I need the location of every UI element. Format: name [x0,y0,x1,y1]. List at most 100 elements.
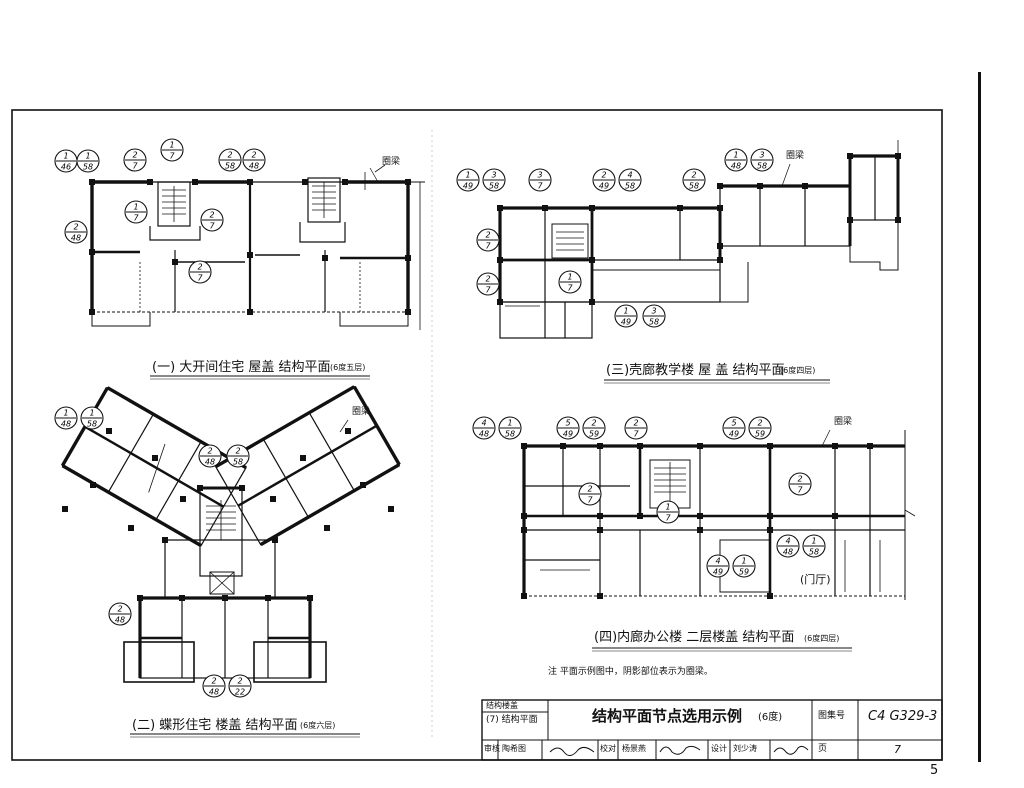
detail-marker-number: 2 [797,475,802,484]
detail-marker-sheet: 7 [587,496,593,505]
caption-plan-3: (三)壳廊教学楼 屋 盖 结构平面 [606,363,785,378]
caption-plan-1: (一) 大开间住宅 屋盖 结构平面 [152,360,331,375]
detail-marker-sheet: 48 [115,616,125,625]
detail-marker: 146 [54,149,78,173]
detail-marker: 158 [498,416,522,440]
signoff-review-label: 审核 [484,744,500,753]
caption-plan-2: (二) 蝶形住宅 楼盖 结构平面 [132,718,298,733]
caption-note-plan-4: (6度四层) [804,634,840,643]
atlas-number-label: 图集号 [818,711,846,721]
detail-marker-number: 3 [491,171,496,180]
detail-marker-sheet: 58 [757,162,767,171]
detail-marker-number: 1 [507,419,512,428]
detail-marker: 248 [242,148,266,172]
detail-marker-sheet: 49 [563,430,573,439]
detail-marker-sheet: 58 [489,182,499,191]
detail-marker-sheet: 7 [485,286,491,295]
detail-marker-number: 2 [485,231,490,240]
detail-marker: 358 [750,148,774,172]
sheet-title-suffix: (6度) [758,712,783,723]
signoff-check-label: 校对 [600,744,616,753]
detail-marker-sheet: 58 [233,458,243,467]
detail-marker: 222 [228,674,252,698]
detail-marker-number: 1 [63,152,68,161]
detail-marker-sheet: 49 [729,430,739,439]
detail-marker-sheet: 7 [197,274,203,283]
detail-marker: 248 [198,444,222,468]
detail-marker: 549 [722,416,746,440]
sheet-title: 结构平面节点选用示例 [592,707,743,725]
detail-marker-number: 2 [237,677,242,686]
page-label: 页 [818,744,828,754]
detail-marker-sheet: 58 [505,430,515,439]
detail-marker-sheet: 7 [665,514,671,523]
drawing-frame [11,109,943,761]
detail-marker: 158 [80,406,104,430]
detail-marker: 258 [218,148,242,172]
detail-marker-sheet: 7 [797,486,803,495]
detail-marker: 27 [200,208,224,232]
detail-marker-sheet: 59 [755,430,765,439]
detail-marker: 158 [802,534,826,558]
detail-marker: 448 [472,416,496,440]
detail-marker-number: 1 [133,203,138,212]
detail-marker-number: 1 [63,409,68,418]
detail-marker: 148 [724,148,748,172]
detail-marker-number: 4 [481,419,486,428]
detail-marker-number: 2 [587,485,592,494]
plan-2-drawing [60,385,401,683]
detail-marker-number: 2 [485,275,490,284]
detail-marker-sheet: 7 [209,222,215,231]
detail-marker-sheet: 7 [133,214,139,223]
shading-note: 注 平面示例图中，阴影部位表示为圈梁。 [548,667,713,677]
detail-marker: 358 [642,304,666,328]
detail-marker-sheet: 7 [169,152,175,161]
detail-marker-sheet: 58 [225,162,235,171]
category-line-2: (7) 结构平面 [486,715,538,725]
detail-marker: 149 [456,168,480,192]
detail-marker-sheet: 59 [589,430,599,439]
detail-marker-sheet: 59 [739,568,749,577]
detail-marker: 449 [706,554,730,578]
detail-marker: 158 [76,149,100,173]
detail-marker-sheet: 7 [633,430,639,439]
hall-label: (门厅) [800,573,831,586]
detail-marker-number: 4 [627,171,632,180]
detail-marker-sheet: 48 [71,234,81,243]
detail-marker-sheet: 48 [479,430,489,439]
caption-note-plan-1: (6度五层) [330,363,366,372]
detail-marker-sheet: 58 [87,420,97,429]
binding-edge-rule [978,72,981,762]
detail-marker-number: 4 [715,557,720,566]
detail-marker-number: 2 [235,447,240,456]
detail-marker: 259 [748,416,772,440]
detail-marker-number: 2 [211,677,216,686]
detail-marker: 258 [682,168,706,192]
detail-marker: 37 [528,168,552,192]
detail-marker: 448 [776,534,800,558]
detail-marker-sheet: 48 [731,162,741,171]
signoff-reviewer-name: 陶希图 [502,744,526,753]
detail-marker: 259 [582,416,606,440]
detail-marker-number: 2 [227,151,232,160]
detail-marker-number: 2 [209,211,214,220]
detail-marker-sheet: 46 [61,163,71,172]
detail-marker-sheet: 48 [249,162,259,171]
detail-marker-number: 2 [197,263,202,272]
detail-marker-number: 2 [601,171,606,180]
plan-2-columns [62,428,394,601]
detail-marker-number: 1 [733,151,738,160]
caption-note-plan-2: (6度六层) [300,721,336,730]
detail-marker-number: 1 [811,537,816,546]
plan-4-columns [521,443,873,599]
caption-plan-4: (四)内廊办公楼 二层楼盖 结构平面 [594,630,795,645]
detail-marker: 27 [123,148,147,172]
detail-marker: 149 [614,304,638,328]
detail-marker-number: 5 [565,419,570,428]
detail-marker-number: 2 [757,419,762,428]
detail-marker: 358 [482,168,506,192]
detail-marker: 17 [558,270,582,294]
signoff-designer-name: 刘少涛 [733,744,757,753]
atlas-number: C4 G329-3 [868,709,938,724]
